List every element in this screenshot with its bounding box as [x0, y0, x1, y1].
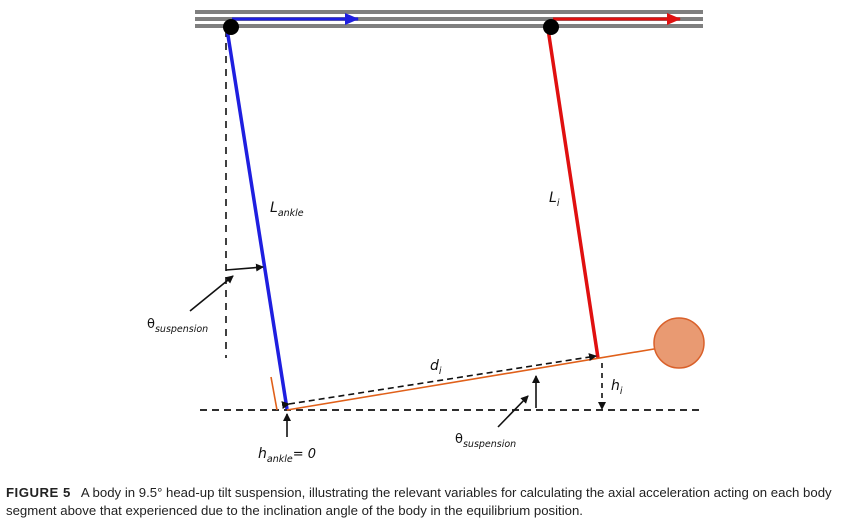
label-l-ankle: Lankle — [270, 200, 304, 219]
suspension-rail — [195, 10, 703, 28]
ankle-pivot — [223, 19, 239, 35]
label-h-ankle: hankle= 0 — [258, 446, 316, 465]
label-h-i: hi — [611, 378, 623, 397]
d-i-arrow — [281, 353, 597, 410]
body-axis-line — [286, 347, 661, 411]
theta-bottom-pointer — [497, 395, 529, 428]
head-circle — [653, 317, 705, 369]
segment-suspension-line — [546, 28, 600, 359]
theta-left-pointer — [189, 275, 234, 312]
label-theta-bottom: θsuspension — [455, 432, 516, 450]
label-l-i: Li — [549, 190, 560, 209]
feet-line — [270, 376, 278, 411]
caption-text: A body in 9.5° head-up tilt suspension, … — [6, 485, 832, 518]
theta-left-arc — [225, 263, 264, 272]
label-theta-left: θsuspension — [147, 317, 208, 335]
tilt-suspension-diagram: Lankle Li θsuspension di hi θsuspension … — [147, 10, 705, 465]
segment-pivot — [543, 19, 559, 35]
label-d-i: di — [430, 358, 442, 377]
ankle-suspension-line — [225, 28, 289, 410]
figure-label: FIGURE 5 — [6, 485, 71, 500]
